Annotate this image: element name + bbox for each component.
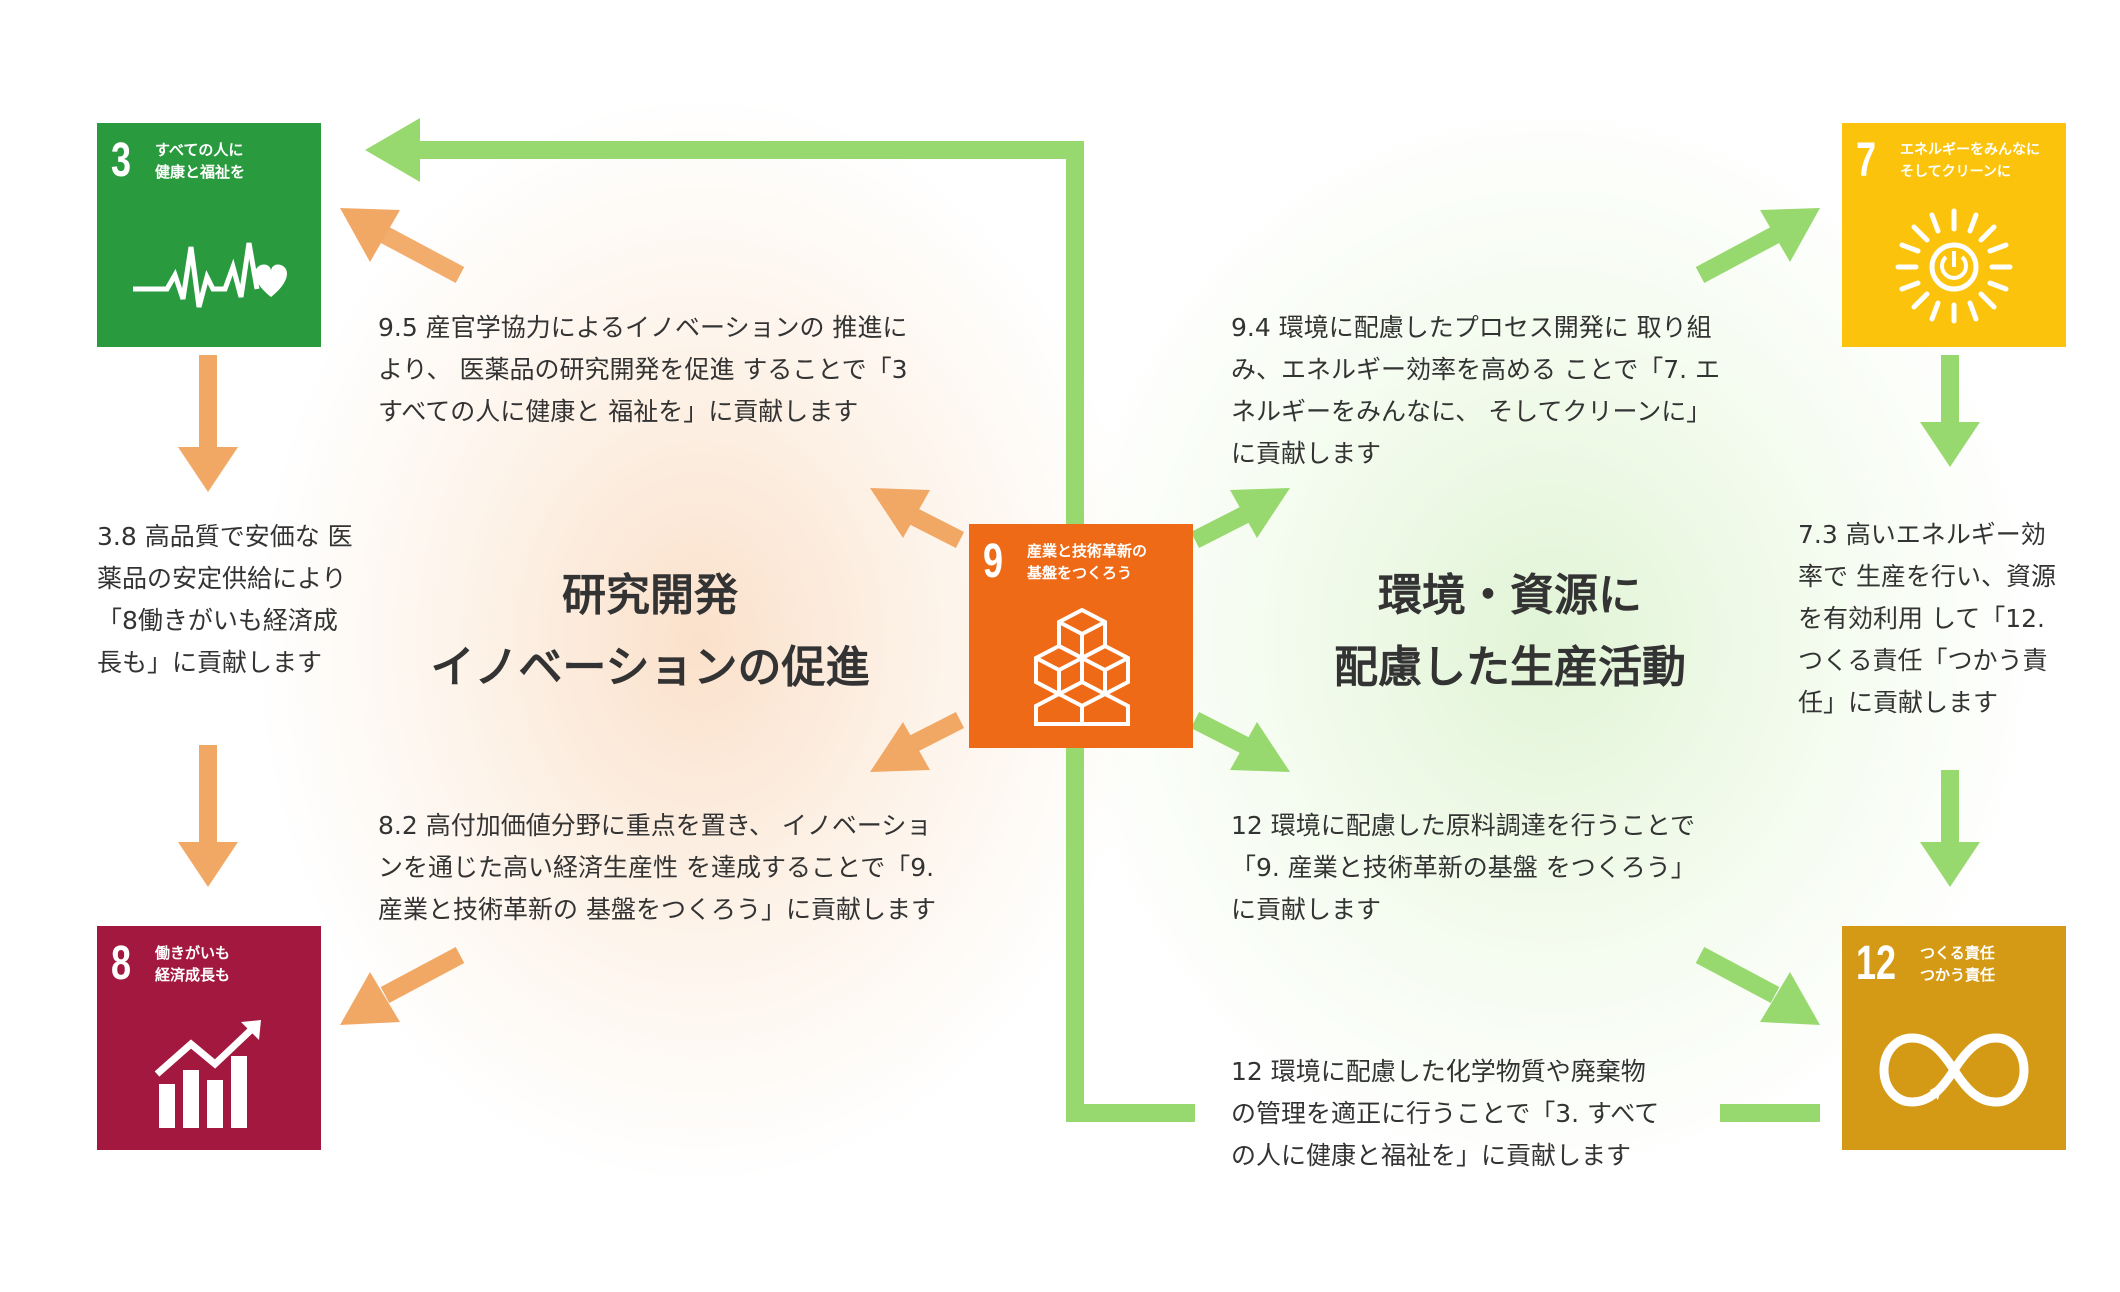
goal-number: 9 — [983, 535, 1004, 588]
sdg-goal-7-tile: 7 エネルギーをみんなに そしてクリーンに — [1842, 123, 2066, 347]
heartbeat-icon — [133, 242, 287, 308]
sdg-goal-9-tile: 9 産業と技術革新の 基盤をつくろう — [969, 524, 1193, 748]
goal-number: 7 — [1856, 134, 1877, 187]
description-7-3: 7.3 高いエネルギー効 率で 生産を行い、資源 を有効利用 して「12. つく… — [1798, 520, 2056, 717]
sdg-goal-12-tile: 12 つくる責任 つかう責任 — [1842, 926, 2066, 1150]
infinity-icon — [1879, 1033, 2029, 1107]
sdg-goal-8-tile: 8 働きがいも 経済成長も — [97, 926, 321, 1150]
arrow-9-5-to-goal3 — [380, 227, 465, 283]
arrow-12-to-goal12 — [1695, 947, 1780, 1003]
goal-number: 8 — [111, 937, 132, 990]
arrowhead-to-goal3 — [365, 118, 420, 182]
description-9-5: 9.5 産官学協力によるイノベーションの 推進に より、 医薬品の研究開発を促進… — [378, 313, 908, 426]
goal-title: すべての人に 健康と福祉を — [155, 141, 246, 181]
growth-chart-icon — [154, 1020, 261, 1128]
arrow-8-2-to-goal8 — [380, 947, 465, 1003]
description-8-2: 8.2 高付加価値分野に重点を置き、 イノベーショ ンを通じた高い経済生産性 を… — [378, 811, 936, 924]
description-12-procurement: 12 環境に配慮した原料調達を行うことで 「9. 産業と技術革新の基盤 をつくろ… — [1231, 811, 1696, 924]
arrow-9-downright — [1190, 711, 1255, 757]
goal-number: 3 — [111, 134, 132, 187]
theme-heading-research: 研究開発 イノベーションの促進 — [430, 570, 870, 693]
goal-title: 働きがいも 経済成長も — [155, 944, 231, 984]
sdg-goal-3-tile: 3 すべての人に 健康と福祉を — [97, 123, 321, 347]
goal-title: エネルギーをみんなに そしてクリーンに — [1900, 142, 2040, 180]
power-sun-icon — [1895, 208, 2013, 324]
goal-number: 12 — [1856, 937, 1897, 990]
goal-title: 産業と技術革新の 基盤をつくろう — [1027, 542, 1148, 582]
arrow-9-upright — [1190, 503, 1255, 549]
cubes-icon — [1034, 607, 1130, 726]
description-12-chemicals: 12 環境に配慮した化学物質や廃棄物 の管理を適正に行うことで「3. すべて の… — [1231, 1057, 1660, 1170]
theme-heading-environment: 環境・資源に 配慮した生産活動 — [1334, 570, 1686, 693]
arrow-9-4-to-goal7 — [1695, 227, 1780, 283]
description-3-8: 3.8 高品質で安価な 医 薬品の安定供給により 「8働きがいも経済成 長も」に… — [97, 522, 353, 677]
goal-title: つくる責任 つかう責任 — [1920, 944, 1996, 984]
description-9-4: 9.4 環境に配慮したプロセス開発に 取り組 み、エネルギー効率を高める ことで… — [1231, 313, 1720, 468]
